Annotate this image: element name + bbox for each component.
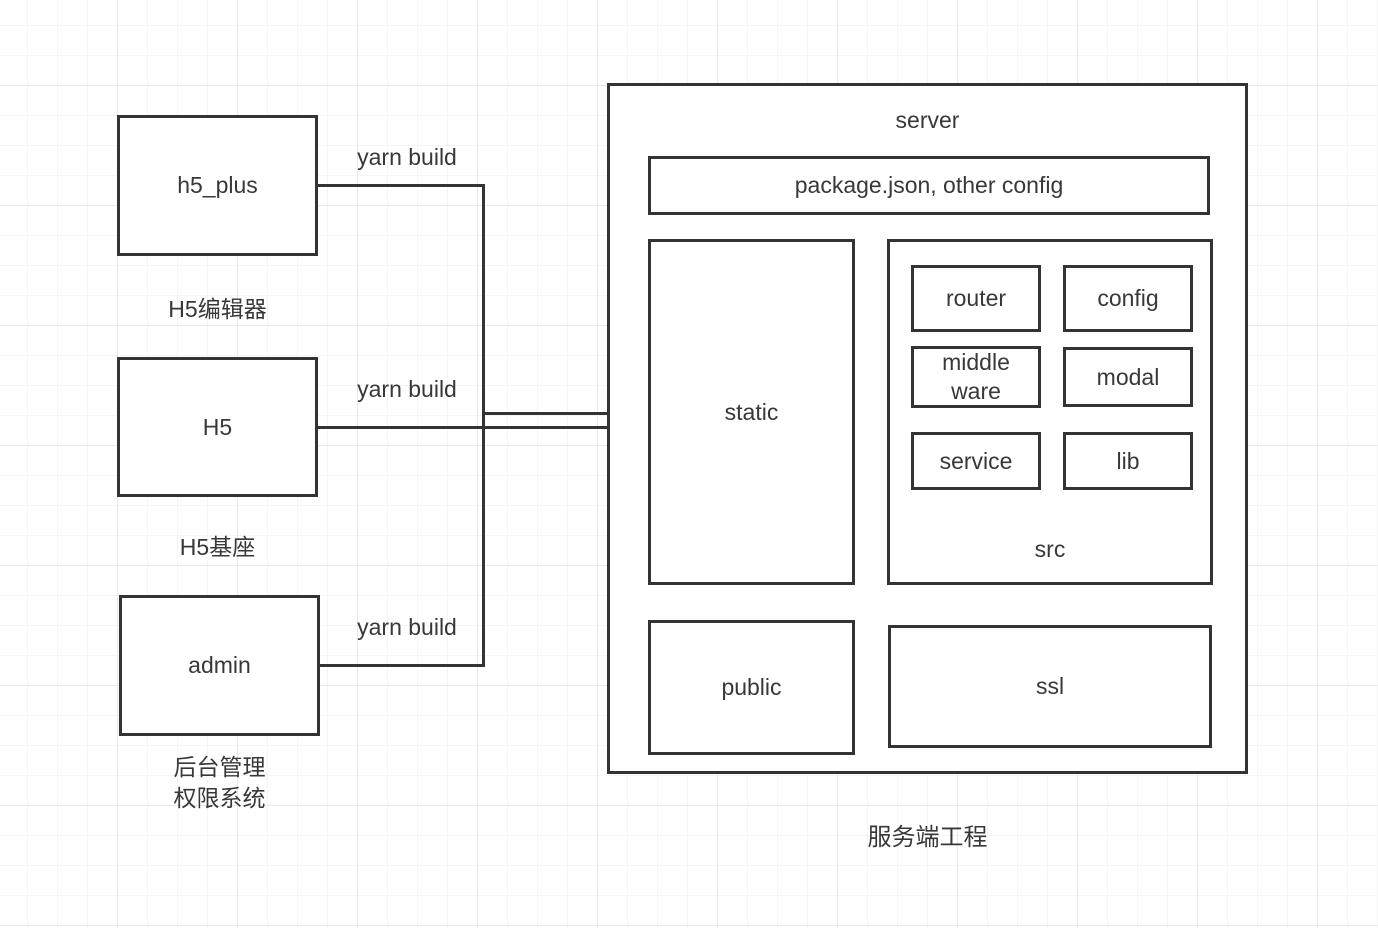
connector-admin-horizontal bbox=[320, 664, 485, 667]
edge-label-yarn-build-h5plus: yarn build bbox=[357, 144, 457, 170]
modal-label: modal bbox=[1096, 363, 1160, 390]
node-static: static bbox=[648, 239, 855, 585]
service-label: service bbox=[939, 447, 1013, 474]
caption-admin-line1: 后台管理 bbox=[173, 754, 266, 780]
lib-label: lib bbox=[1116, 447, 1140, 474]
edge-label-yarn-build-h5: yarn build bbox=[357, 376, 457, 402]
router-label: router bbox=[945, 285, 1007, 312]
caption-h5-editor: H5编辑器 bbox=[168, 296, 267, 322]
caption-admin: 后台管理 权限系统 bbox=[119, 752, 320, 814]
connector-arrow-top bbox=[483, 412, 629, 415]
node-h5-plus: h5_plus bbox=[117, 115, 318, 256]
node-config: config bbox=[1063, 265, 1193, 332]
node-ssl: ssl bbox=[888, 625, 1212, 748]
public-label: public bbox=[721, 674, 782, 701]
static-label: static bbox=[724, 398, 779, 425]
node-h5-plus-label: h5_plus bbox=[177, 172, 258, 199]
node-h5: H5 bbox=[117, 357, 318, 497]
node-middleware: middle ware bbox=[911, 346, 1041, 408]
caption-admin-line2: 权限系统 bbox=[173, 785, 266, 812]
node-service: service bbox=[911, 432, 1041, 490]
node-admin-label: admin bbox=[188, 652, 251, 679]
connector-merge-vertical bbox=[482, 184, 485, 667]
server-title: server bbox=[895, 107, 960, 133]
node-package-config: package.json, other config bbox=[648, 156, 1210, 215]
edge-label-yarn-build-admin: yarn build bbox=[357, 614, 457, 640]
node-h5-label: H5 bbox=[202, 413, 233, 440]
node-modal: modal bbox=[1063, 347, 1193, 407]
caption-server-project: 服务端工程 bbox=[867, 824, 988, 851]
middleware-label: middle ware bbox=[942, 349, 1010, 404]
src-label: src bbox=[1034, 536, 1066, 563]
connector-arrow-bottom bbox=[317, 426, 629, 429]
ssl-label: ssl bbox=[1035, 673, 1065, 700]
node-public: public bbox=[648, 620, 855, 755]
node-admin: admin bbox=[119, 595, 320, 736]
node-lib: lib bbox=[1063, 432, 1193, 490]
caption-h5-base: H5基座 bbox=[179, 534, 256, 560]
config-label: config bbox=[1097, 285, 1159, 312]
package-config-label: package.json, other config bbox=[794, 172, 1064, 199]
node-router: router bbox=[911, 265, 1041, 332]
connector-h5plus-horizontal bbox=[317, 184, 485, 187]
